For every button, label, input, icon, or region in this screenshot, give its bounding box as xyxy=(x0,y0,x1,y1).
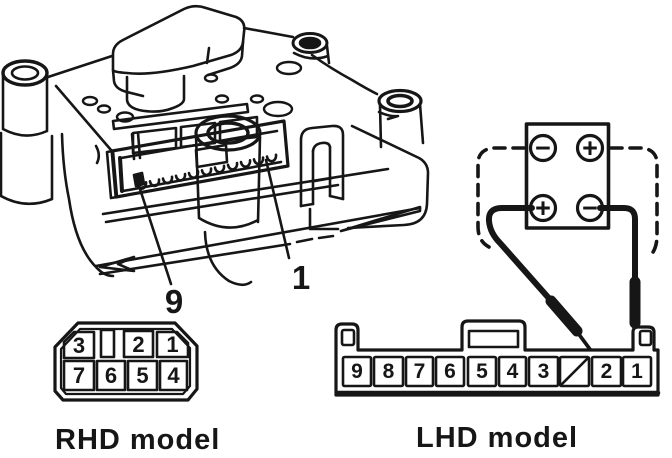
top-face-holes xyxy=(81,60,303,123)
pin9-callout-label: 9 xyxy=(164,283,184,320)
lhd-cell-7 xyxy=(404,355,435,388)
rhd-cell-1 xyxy=(155,330,190,359)
lhd-cell-1 xyxy=(621,355,653,388)
lhd-cell-slash xyxy=(558,355,591,388)
rhd-cell-4 xyxy=(158,359,189,392)
lhd-right-tab-slot xyxy=(638,329,653,347)
top-right-boss xyxy=(291,32,331,65)
lhd-pin-9: 9 xyxy=(351,360,363,383)
lhd-pin-5: 5 xyxy=(476,360,488,383)
leader-line-pin1 xyxy=(264,158,291,260)
rhd-pin-4: 4 xyxy=(167,363,180,388)
unit-body-edges xyxy=(43,26,430,287)
rhd-pin-7: 7 xyxy=(72,363,86,388)
tester-body xyxy=(524,122,611,230)
lever-shaft-cylinder xyxy=(125,74,186,113)
rhd-pin-2: 2 xyxy=(132,332,145,357)
rhd-cell-blank xyxy=(99,328,116,359)
leader-line-pin9 xyxy=(137,184,173,286)
probe-wire-left xyxy=(485,205,594,354)
lhd-left-tab-slot xyxy=(340,328,356,347)
connector-center-tab xyxy=(194,143,229,169)
lhd-cell-2 xyxy=(590,355,623,388)
rhd-cell-5 xyxy=(126,359,159,392)
lhd-pin-7: 7 xyxy=(413,360,426,383)
rhd-model-label: RHD model xyxy=(55,424,221,456)
lhd-model-label: LHD model xyxy=(416,422,579,454)
lhd-pin-6: 6 xyxy=(444,360,456,383)
rhd-cell-3 xyxy=(62,330,96,360)
rhd-pin-6: 6 xyxy=(104,363,118,388)
tester-terminal-minus-icon: − xyxy=(582,193,598,223)
rhd-pin-3: 3 xyxy=(72,333,86,358)
connector-pins-row xyxy=(135,153,278,190)
circuit-tester xyxy=(476,122,659,355)
connector-housing xyxy=(105,119,290,200)
terminal-top-left-circle xyxy=(528,133,558,163)
lhd-connector-outline xyxy=(334,319,661,397)
lhd-pin-2: 2 xyxy=(600,360,613,383)
lhd-pin-4: 4 xyxy=(506,360,519,383)
lhd-center-tab-slot xyxy=(467,329,520,349)
pin1-callout-label: 1 xyxy=(291,259,311,296)
tester-terminal-plus-icon: + xyxy=(582,133,598,163)
pin-9-marker xyxy=(132,171,146,188)
lhd-pin-3: 3 xyxy=(537,360,550,383)
tester-terminal-minus-icon: − xyxy=(535,133,551,163)
side-retaining-clip xyxy=(299,124,345,231)
rhd-connector-outline xyxy=(53,321,199,402)
dashed-lead-right xyxy=(609,146,659,259)
rhd-cell-7 xyxy=(62,359,96,392)
slash-cell-mark xyxy=(560,357,589,386)
tester-terminal-plus-icon: + xyxy=(535,193,551,223)
control-unit-illustration xyxy=(0,4,430,287)
rhd-cell-2 xyxy=(122,329,155,359)
rhd-cell-6 xyxy=(95,359,127,392)
left-mounting-boss xyxy=(0,59,54,206)
lhd-pin-1: 1 xyxy=(631,360,643,383)
lhd-cell-8 xyxy=(372,355,405,388)
lhd-cell-5 xyxy=(466,355,498,388)
dashed-lead-left xyxy=(476,146,526,249)
right-mounting-boss xyxy=(377,88,425,149)
lhd-cell-4 xyxy=(497,355,528,388)
lhd-pin-8: 8 xyxy=(382,360,395,383)
terminal-top-right-circle xyxy=(575,133,605,163)
rhd-pin-1: 1 xyxy=(166,332,179,357)
adjust-lever xyxy=(111,4,246,113)
lhd-cell-9 xyxy=(341,355,373,388)
lhd-cell-6 xyxy=(434,355,466,388)
lhd-cell-3 xyxy=(527,355,560,388)
rhd-pin-5: 5 xyxy=(136,363,149,388)
mounting-flange-edges xyxy=(94,167,422,276)
